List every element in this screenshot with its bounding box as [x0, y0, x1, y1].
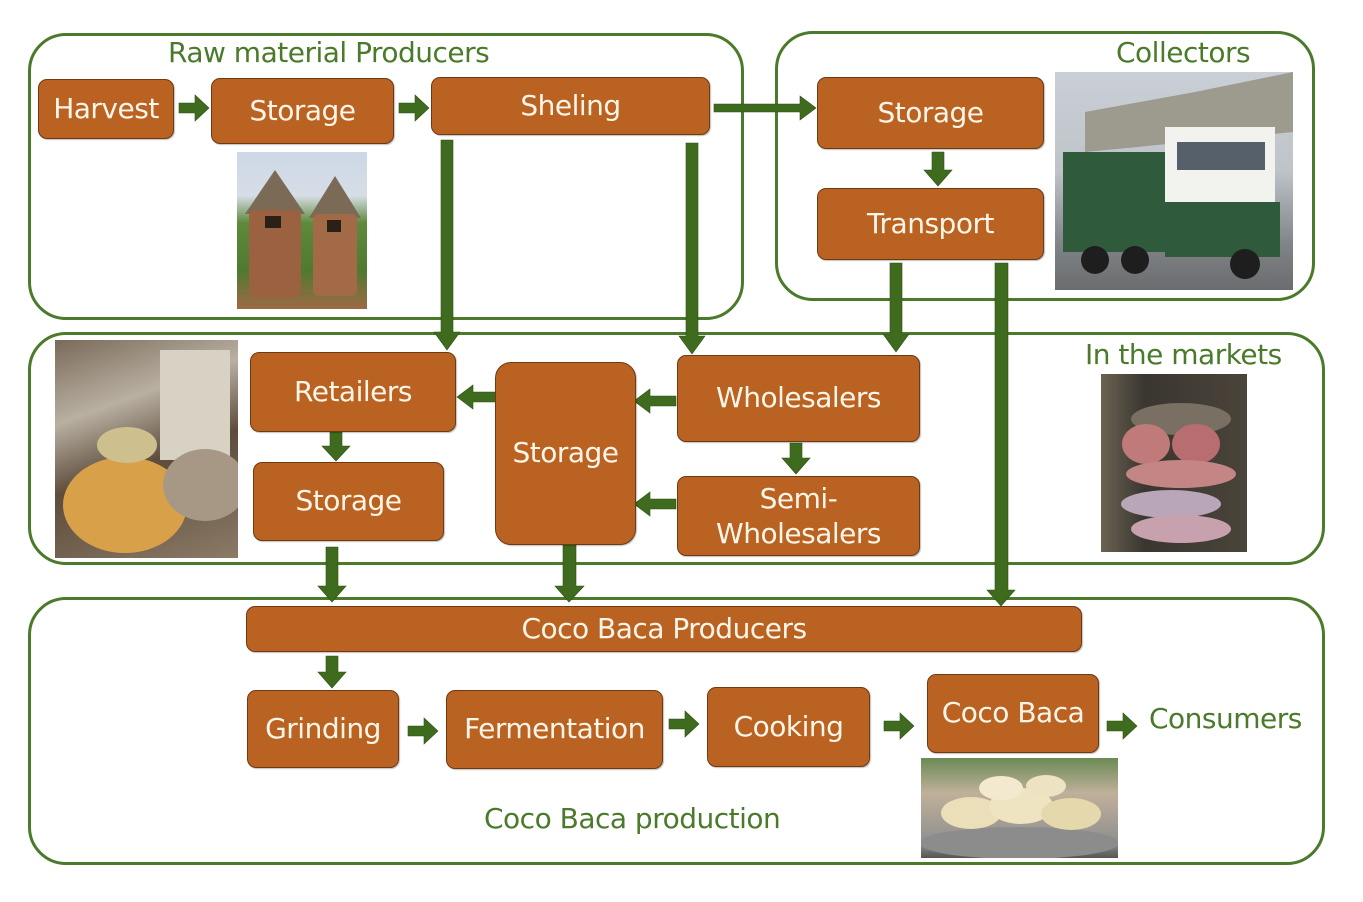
- coco-baca-photo: [921, 758, 1118, 858]
- node-wholesalers[interactable]: Wholesalers: [677, 355, 920, 442]
- markets-title: In the markets: [1085, 338, 1282, 371]
- node-consumers: Consumers: [1149, 702, 1302, 735]
- raw-material-producers-title: Raw material Producers: [168, 36, 490, 69]
- node-storage-market[interactable]: Storage: [495, 362, 636, 545]
- sacks-photo: [1101, 374, 1247, 552]
- node-semi-wholesalers[interactable]: Semi- Wholesalers: [677, 476, 920, 556]
- node-sheling[interactable]: Sheling: [431, 77, 710, 135]
- truck-icon: [1063, 72, 1293, 279]
- node-transport[interactable]: Transport: [817, 188, 1044, 260]
- dumplings-icon: [921, 775, 1118, 858]
- node-coco-baca-producers[interactable]: Coco Baca Producers: [246, 606, 1082, 652]
- collectors-title: Collectors: [1116, 36, 1251, 69]
- market-stall-photo: [55, 340, 238, 558]
- granary-photo: [237, 152, 367, 309]
- grain-basket-icon: [63, 350, 238, 553]
- node-storage-retail[interactable]: Storage: [253, 462, 444, 541]
- sacks-icon: [1121, 403, 1236, 543]
- group-collectors: [775, 31, 1315, 301]
- node-grinding[interactable]: Grinding: [247, 690, 399, 768]
- node-storage-raw[interactable]: Storage: [211, 78, 394, 144]
- node-fermentation[interactable]: Fermentation: [446, 690, 663, 769]
- node-storage-collectors[interactable]: Storage: [817, 77, 1044, 149]
- node-coco-baca[interactable]: Coco Baca: [927, 674, 1099, 753]
- group-coco-baca-production: [28, 597, 1325, 865]
- truck-photo: [1055, 72, 1293, 290]
- group-markets: [28, 332, 1325, 565]
- group-raw-material-producers: [28, 33, 744, 320]
- node-retailers[interactable]: Retailers: [250, 352, 456, 432]
- node-cooking[interactable]: Cooking: [707, 687, 870, 767]
- coco-baca-production-title: Coco Baca production: [484, 802, 781, 835]
- node-harvest[interactable]: Harvest: [38, 79, 174, 139]
- granary-icon: [245, 170, 361, 298]
